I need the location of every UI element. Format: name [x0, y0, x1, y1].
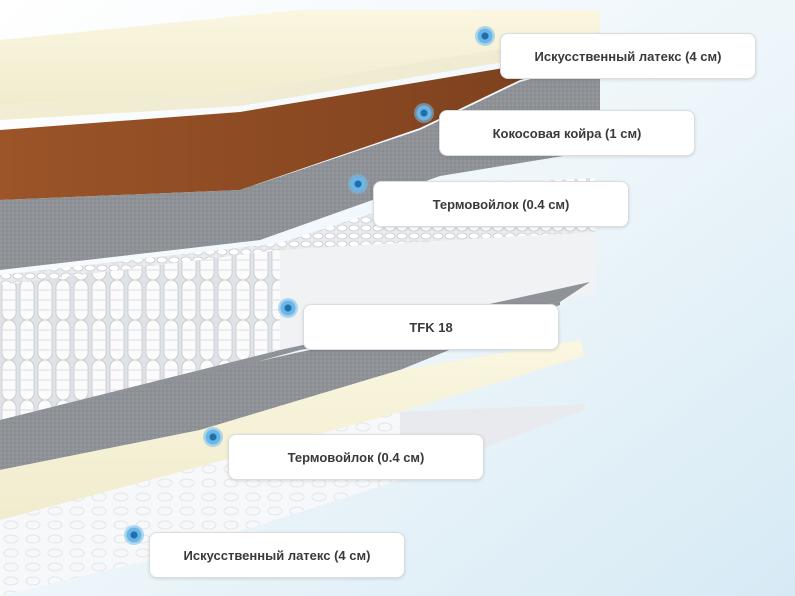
layer-coir: [0, 52, 600, 200]
springs-side: [0, 250, 280, 420]
marker-latex-top: [475, 26, 495, 46]
label-latex-top: Искусственный латекс (4 см): [500, 33, 756, 79]
label-springs: TFK 18: [303, 304, 559, 350]
marker-felt-top: [348, 174, 368, 194]
label-latex-bottom: Искусственный латекс (4 см): [149, 532, 405, 578]
layer-felt-top: [0, 60, 600, 270]
label-felt-bottom: Термовойлок (0.4 см): [228, 434, 484, 480]
marker-springs: [278, 298, 298, 318]
label-felt-top: Термовойлок (0.4 см): [373, 181, 629, 227]
layer-latex-top: [0, 10, 600, 105]
layer-latex-bottom: [0, 340, 585, 520]
label-coir: Кокосовая койра (1 см): [439, 110, 695, 156]
marker-latex-bottom: [124, 525, 144, 545]
marker-coir: [414, 103, 434, 123]
marker-felt-bottom: [203, 427, 223, 447]
layer-latex-top-edge: [0, 32, 600, 120]
